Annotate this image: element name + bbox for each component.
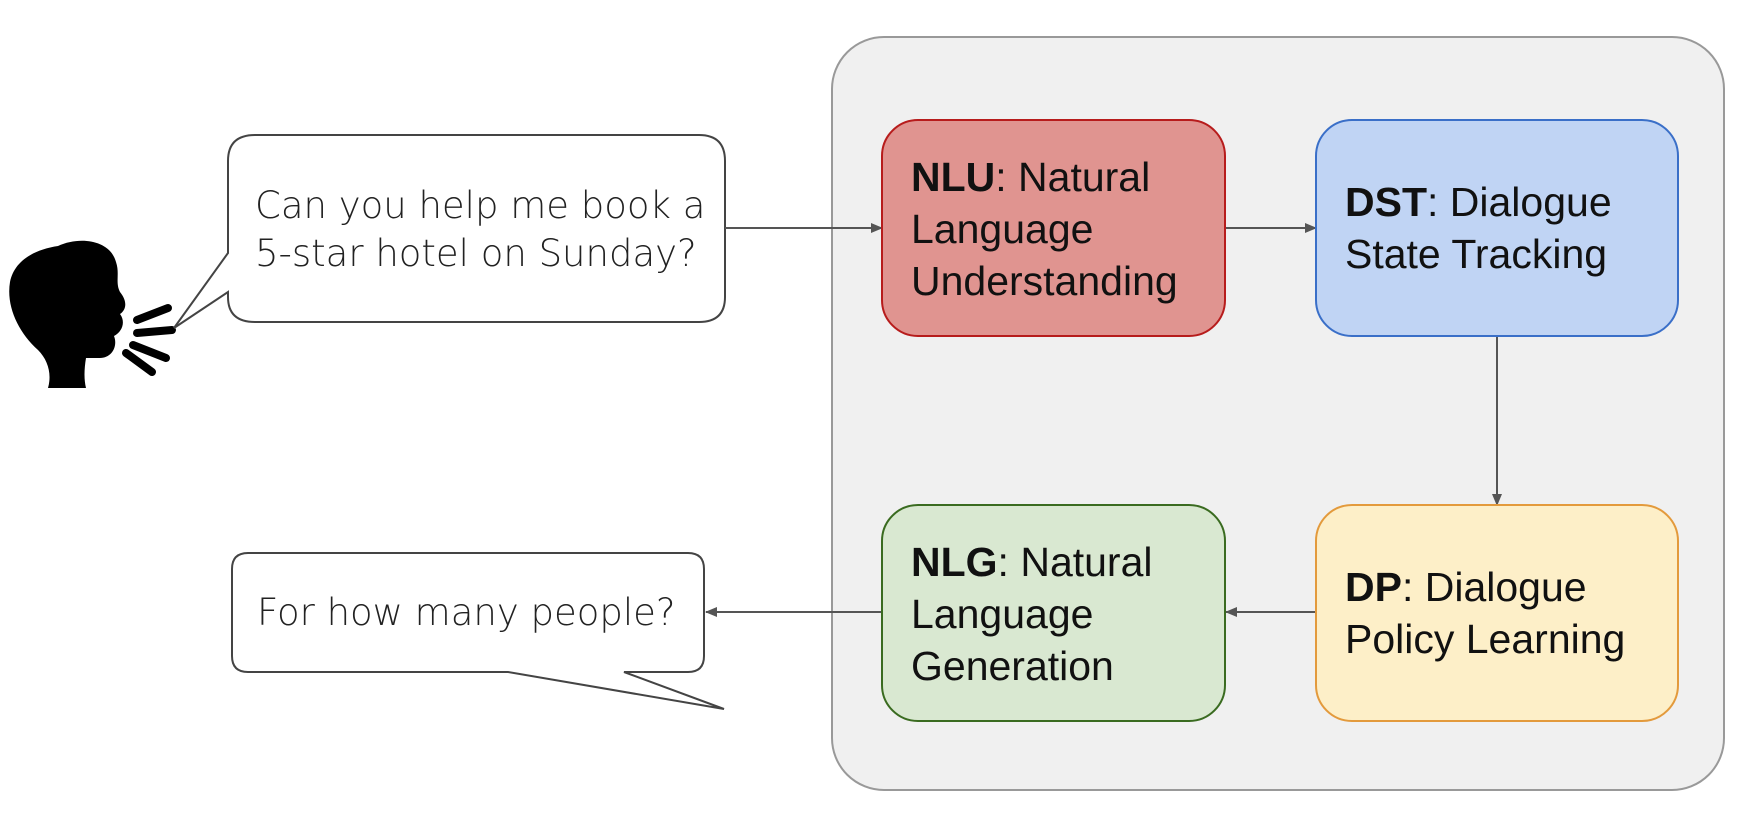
dst-label: DST: Dialogue State Tracking bbox=[1345, 179, 1623, 277]
dp-label-line-1: : Dialogue bbox=[1402, 564, 1587, 610]
user-utterance: Can you help me book a 5-star hotel on S… bbox=[255, 184, 717, 275]
dst-label-line-2: State Tracking bbox=[1345, 231, 1607, 277]
nlg-label: NLG: Natural Language Generation bbox=[911, 539, 1164, 689]
dst-abbr: DST bbox=[1345, 179, 1427, 225]
nlg-box bbox=[881, 504, 1226, 722]
system-speech-bubble bbox=[231, 552, 725, 710]
dp-abbr: DP bbox=[1345, 564, 1402, 610]
dst-label-line-1: : Dialogue bbox=[1427, 179, 1612, 225]
nlu-box bbox=[881, 119, 1226, 337]
speaking-head-icon bbox=[9, 240, 176, 388]
dst-box bbox=[1315, 119, 1679, 337]
nlg-label-line-3: Generation bbox=[911, 643, 1114, 689]
nlg-abbr: NLG bbox=[911, 539, 998, 585]
nlu-abbr: NLU bbox=[911, 154, 995, 200]
user-speech-bubble bbox=[173, 134, 726, 329]
user-utterance-line-1: Can you help me book a bbox=[255, 184, 705, 227]
system-utterance: For how many people? bbox=[257, 591, 676, 634]
system-utterance-line-1: For how many people? bbox=[257, 591, 676, 634]
dp-box bbox=[1315, 504, 1679, 722]
nlg-label-line-1: : Natural bbox=[998, 539, 1153, 585]
dp-label-line-2: Policy Learning bbox=[1345, 616, 1625, 662]
nlg-label-line-2: Language bbox=[911, 591, 1093, 637]
nlu-label-line-2: Language bbox=[911, 206, 1093, 252]
nlu-label: NLU: Natural Language Understanding bbox=[911, 154, 1178, 304]
nlu-label-line-3: Understanding bbox=[911, 258, 1178, 304]
user-utterance-line-2: 5-star hotel on Sunday? bbox=[255, 232, 697, 275]
dp-label: DP: Dialogue Policy Learning bbox=[1345, 564, 1625, 662]
nlu-label-line-1: : Natural bbox=[995, 154, 1150, 200]
